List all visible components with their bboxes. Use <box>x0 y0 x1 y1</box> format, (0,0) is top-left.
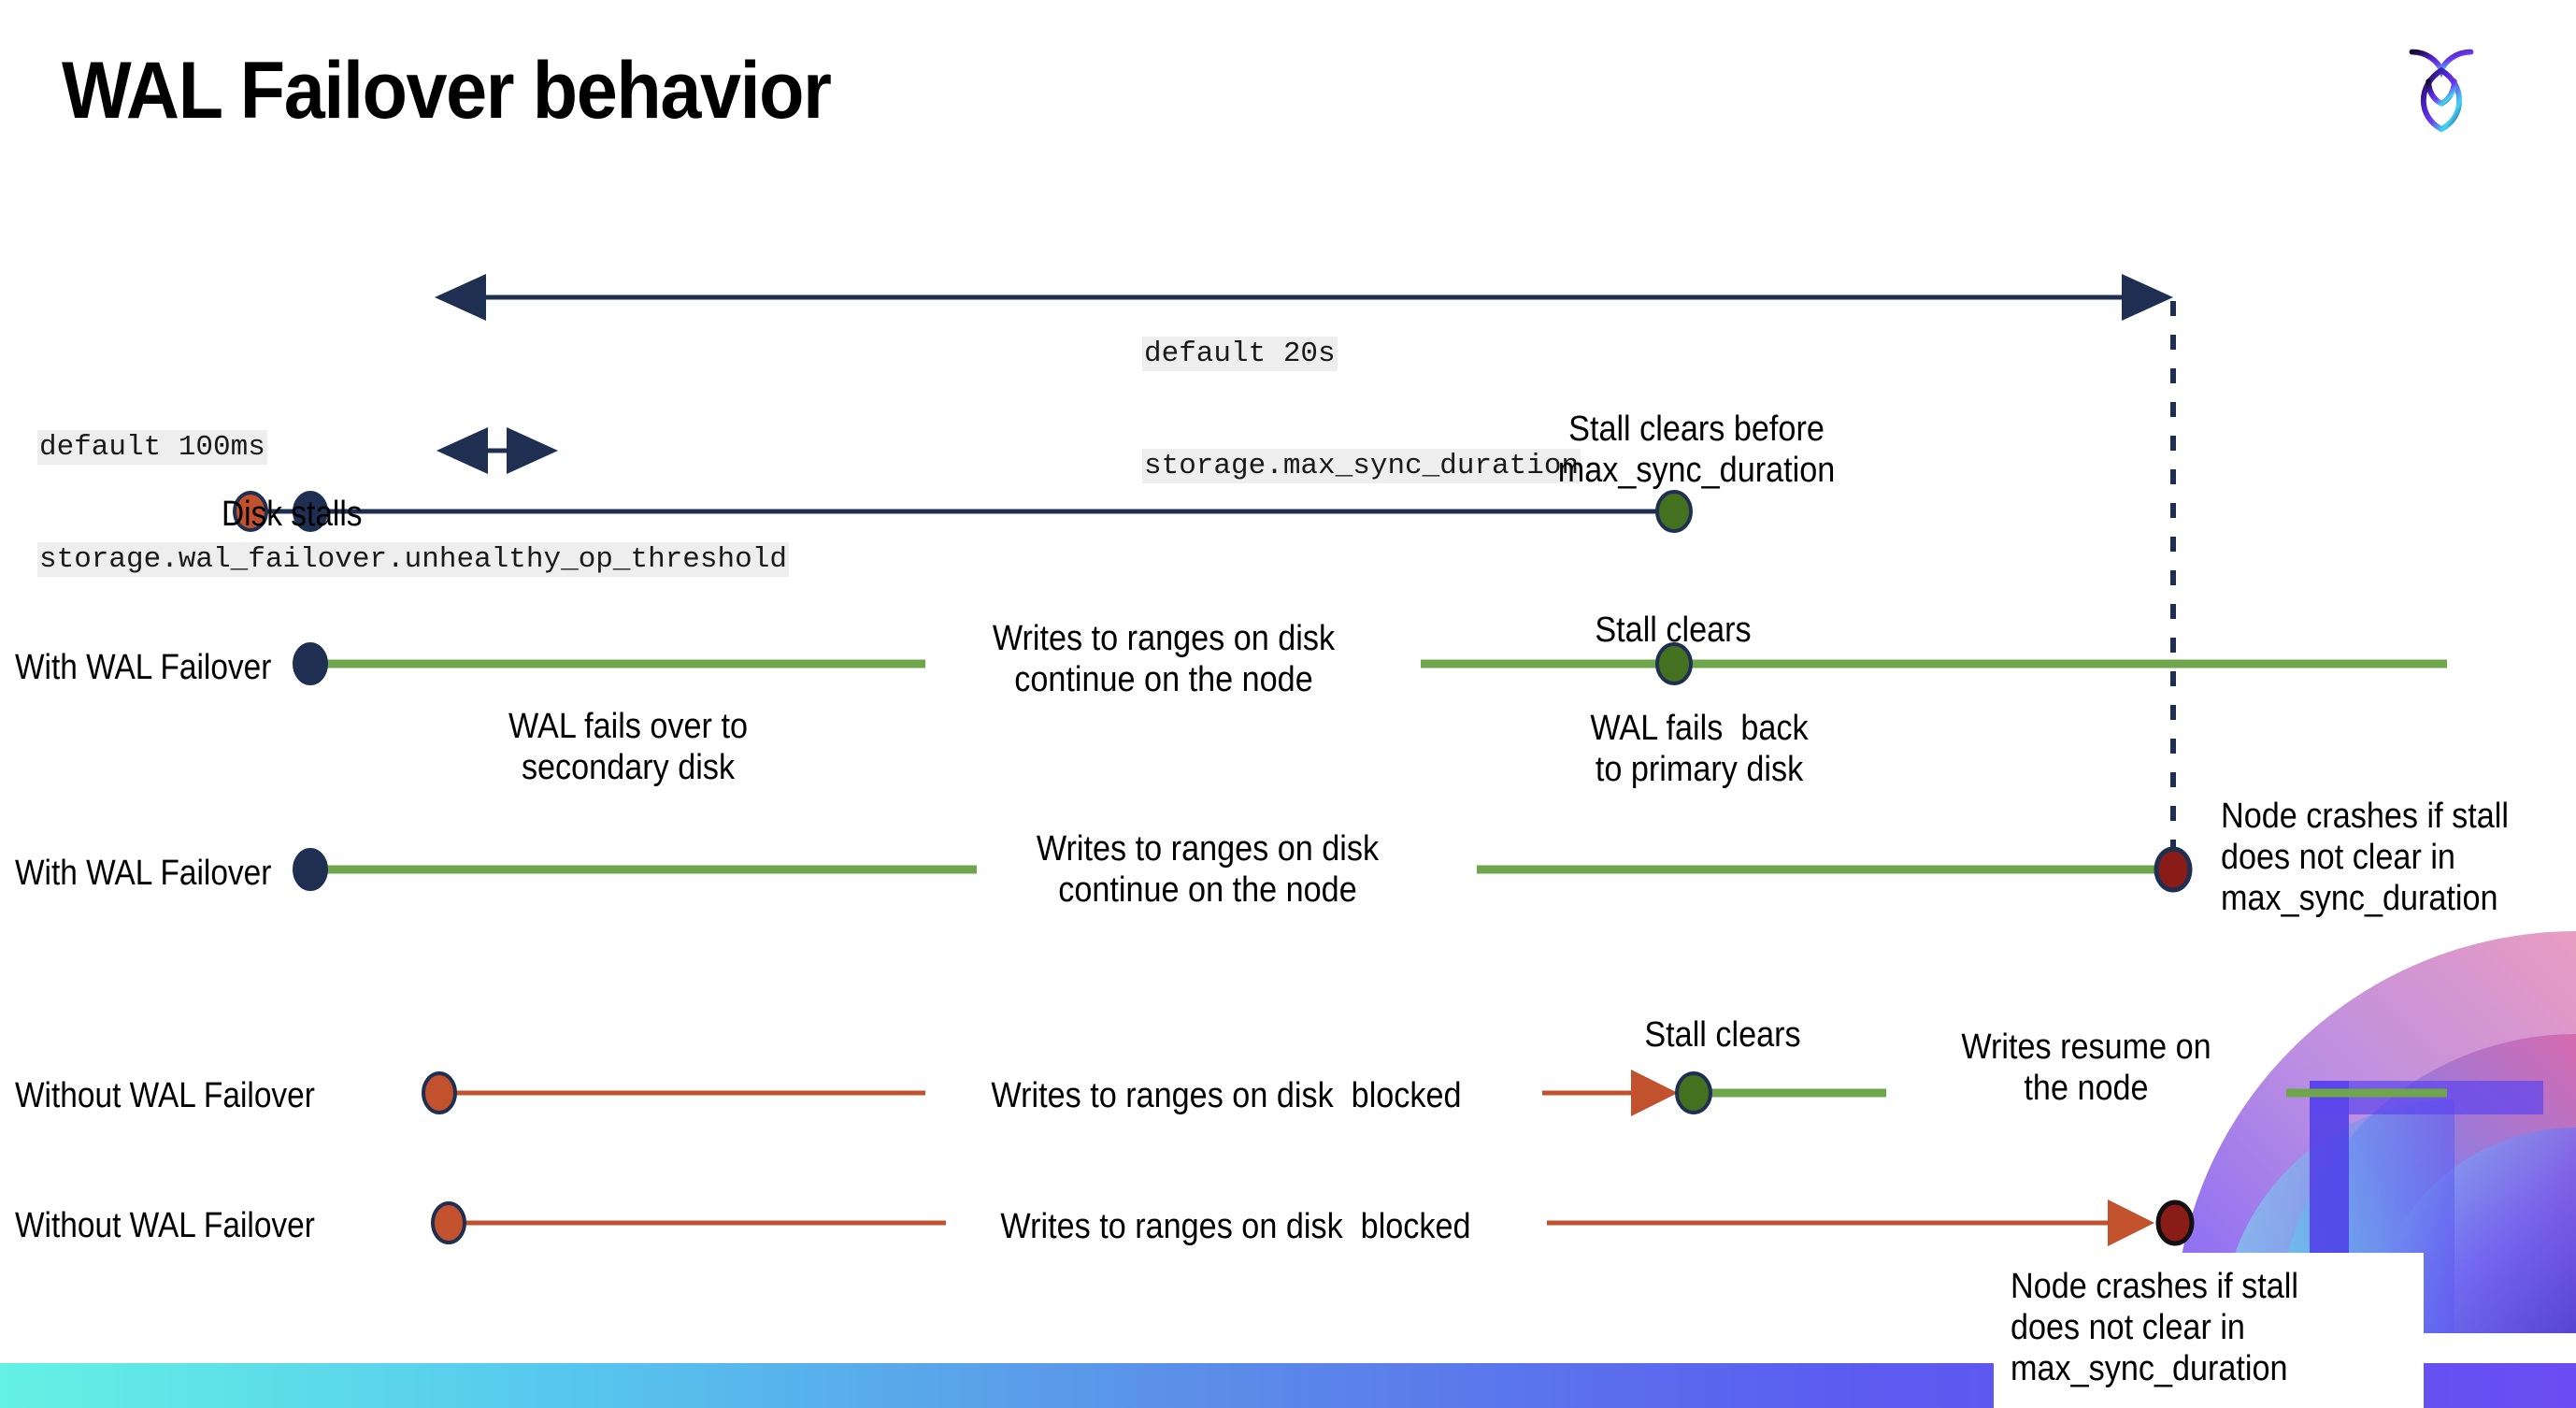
note-node-crashes-row5: Node crashes if stall does not clear in … <box>2011 1267 2298 1389</box>
note-wal-fails-back-primary: WAL fails back to primary disk <box>1590 709 1809 790</box>
note-wal-fails-over-secondary: WAL fails over to secondary disk <box>508 707 748 788</box>
note-stall-clears-row4: Stall clears <box>1644 1015 1801 1055</box>
row-without-failover-crash-graphic <box>431 1200 2195 1246</box>
row-label-without-wal-failover-crash: Without WAL Failover <box>15 1206 315 1245</box>
row-label-with-wal-failover-crash: With WAL Failover <box>15 854 272 893</box>
note-writes-blocked-row4: Writes to ranges on disk blocked <box>991 1076 1462 1115</box>
row-label-disk-stalls: Disk stalls <box>222 495 363 534</box>
note-writes-continue-row3: Writes to ranges on disk continue on the… <box>1036 829 1380 911</box>
row-disk-stalls-graphic <box>233 490 1693 533</box>
max-sync-setting-name: storage.max_sync_duration <box>1142 449 1581 484</box>
callout-node-crashes-row5: Node crashes if stall does not clear in … <box>1994 1253 2424 1408</box>
unhealthy-op-default-label: default 100ms <box>37 429 267 465</box>
page-title: WAL Failover behavior <box>62 46 832 136</box>
row-with-failover-crash-graphic <box>293 846 2193 893</box>
note-writes-continue-row2: Writes to ranges on disk continue on the… <box>992 619 1336 700</box>
note-stall-clears-before-max-sync: Stall clears before max_sync_duration <box>1557 409 1836 491</box>
row-label-without-wal-failover-clears: Without WAL Failover <box>15 1076 315 1115</box>
max-sync-default-label: default 20s <box>1142 336 1338 371</box>
row-with-failover-clears-graphic <box>293 642 2447 685</box>
unhealthy-op-threshold-annotation: default 100ms storage.wal_failover.unhea… <box>37 353 789 654</box>
row-label-with-wal-failover-clears: With WAL Failover <box>15 648 272 687</box>
note-writes-resume-row4: Writes resume on the node <box>1961 1027 2211 1109</box>
max-sync-duration-annotation: default 20s storage.max_sync_duration <box>1142 260 1581 561</box>
cockroachdb-logo-icon <box>2409 49 2474 133</box>
note-node-crashes-row3: Node crashes if stall does not clear in … <box>2221 797 2509 919</box>
row-without-failover-clears-graphic <box>422 1070 2447 1116</box>
note-writes-blocked-row5: Writes to ranges on disk blocked <box>1000 1207 1471 1246</box>
unhealthy-op-setting-name: storage.wal_failover.unhealthy_op_thresh… <box>37 542 789 578</box>
note-stall-clears-row2: Stall clears <box>1595 611 1752 650</box>
